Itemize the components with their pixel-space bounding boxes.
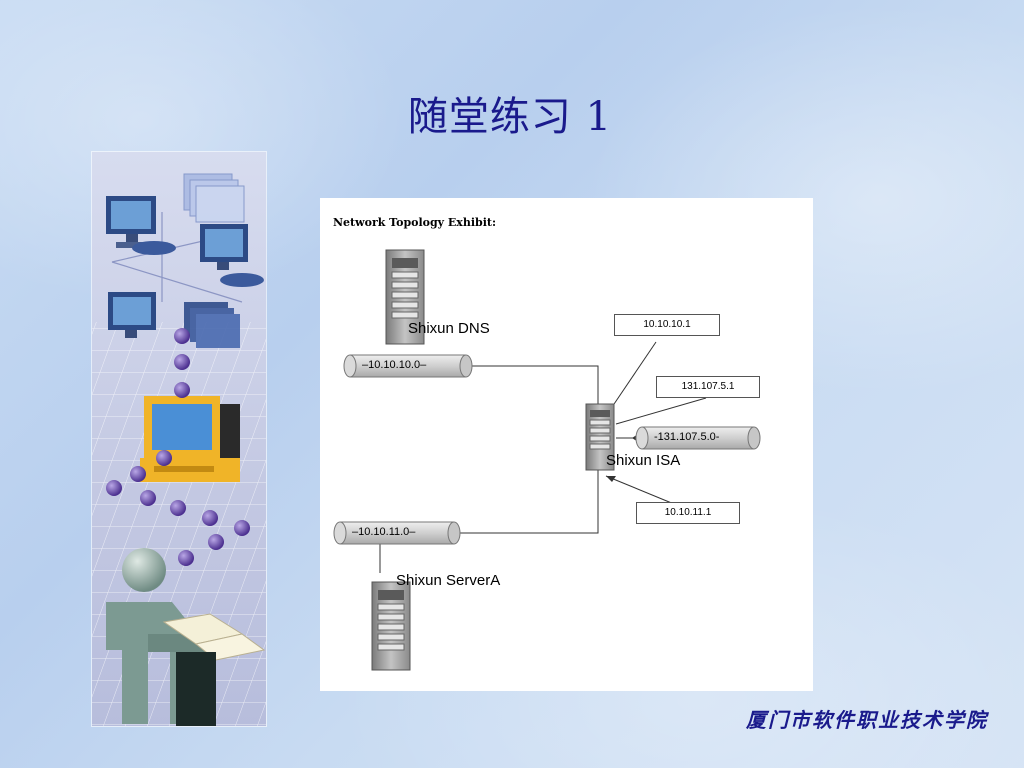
- server-tower-icon: [371, 581, 411, 671]
- node-label-servera: Shixun ServerA: [396, 572, 501, 589]
- segment-label-3: –10.10.11.0–: [352, 526, 416, 538]
- server-tower-icon: [585, 403, 615, 471]
- ip-box-2: 131.107.5.1: [656, 376, 760, 398]
- topology-lines: [333, 249, 761, 671]
- node-label-isa: Shixun ISA: [606, 452, 681, 469]
- server-tower-icon: [385, 249, 425, 345]
- link-seg1-isa: [466, 365, 599, 426]
- monitor-icon: [106, 196, 156, 248]
- ip-box-3: 10.10.11.1: [636, 502, 740, 524]
- segment-label-2: -131.107.5.0-: [654, 431, 720, 443]
- footer-school-name: 厦门市软件职业技术学院: [746, 708, 988, 732]
- diagram-heading: Network Topology Exhibit:: [333, 216, 497, 229]
- monitor-icon: [200, 224, 248, 270]
- slide-title: 随堂练习 1: [407, 94, 613, 140]
- segment-pipe-2: [635, 426, 761, 450]
- ip-box-1: 10.10.10.1: [614, 314, 720, 336]
- pointer-ip2: [615, 397, 707, 425]
- pointer-ip1: [609, 341, 657, 411]
- segment-label-1: –10.10.10.0–: [362, 359, 427, 371]
- computer-icon: [140, 396, 240, 482]
- network-topology-diagram: Network Topology Exhibit: Shixun DNS Shi…: [320, 198, 813, 691]
- node-label-dns: Shixun DNS: [408, 320, 490, 337]
- network-learning-illustration-icon: [92, 173, 266, 726]
- segment-pipe-3: [333, 521, 461, 545]
- segment-pipe-1: [343, 354, 473, 378]
- monitor-icon: [108, 292, 156, 338]
- reader-figure-icon: [106, 548, 266, 726]
- pointer-ip3: [605, 475, 675, 505]
- side-illustration: [92, 152, 266, 726]
- link-seg3-isa: [454, 466, 599, 534]
